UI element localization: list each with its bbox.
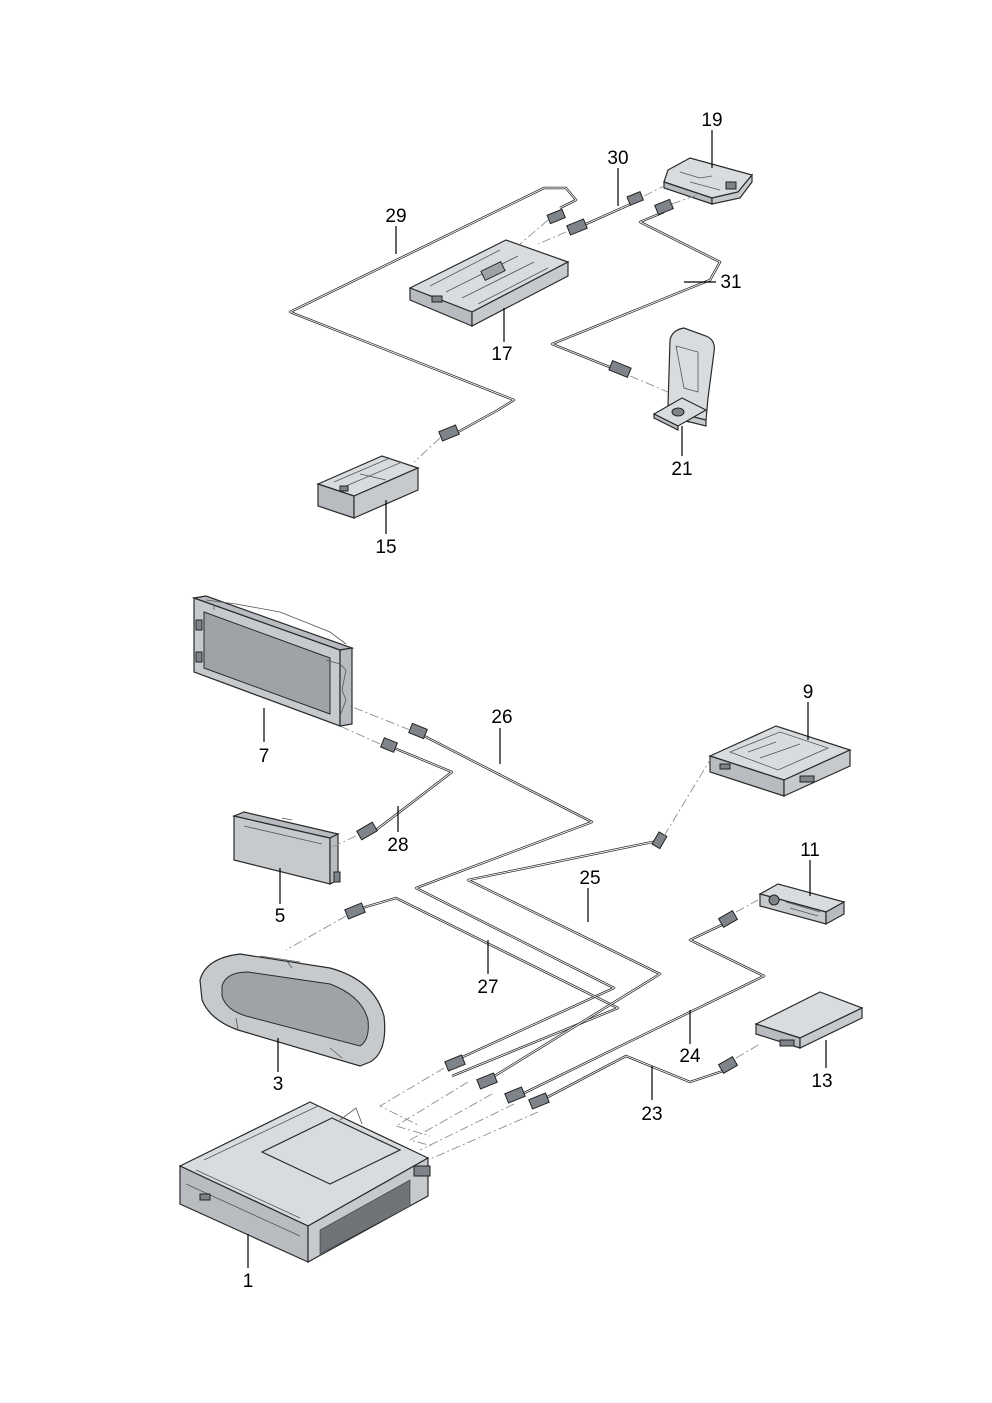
cable-31[interactable] (550, 193, 722, 393)
label-23: 23 (641, 1104, 662, 1125)
part-21-antenna-bracket[interactable] (652, 327, 715, 431)
cable-26[interactable] (349, 705, 616, 1072)
part-5-control-unit[interactable] (231, 811, 341, 885)
cable-30[interactable] (537, 185, 665, 245)
label-31: 31 (720, 272, 741, 293)
part-11-control-panel[interactable] (758, 883, 846, 926)
part-13-cover[interactable] (754, 991, 864, 1049)
label-19: 19 (701, 110, 722, 131)
label-30: 30 (607, 148, 628, 169)
part-7-display-unit[interactable] (191, 595, 355, 727)
cable-25[interactable] (466, 759, 711, 1090)
label-13: 13 (811, 1071, 832, 1092)
label-27: 27 (477, 977, 498, 998)
cable-24[interactable] (504, 899, 766, 1104)
label-29: 29 (385, 206, 406, 227)
label-9: 9 (803, 682, 814, 703)
label-25: 25 (579, 868, 600, 889)
part-9-media-unit[interactable] (708, 725, 852, 797)
part-17-control-unit[interactable] (408, 239, 570, 327)
cable-29[interactable] (288, 186, 578, 463)
label-17: 17 (491, 344, 512, 365)
cable-27[interactable] (285, 896, 620, 1078)
leader-lines (247, 130, 827, 1268)
label-7: 7 (259, 746, 270, 767)
part-19-antenna-amplifier[interactable] (663, 157, 754, 205)
cable-23[interactable] (528, 1043, 761, 1110)
label-11: 11 (800, 840, 820, 861)
label-1: 1 (243, 1271, 254, 1292)
label-24: 24 (679, 1046, 701, 1067)
part-3-instrument-cluster[interactable] (199, 953, 386, 1067)
part-1-main-unit[interactable] (178, 1101, 431, 1264)
label-26: 26 (491, 707, 512, 728)
connector-guide-lines (379, 1067, 539, 1161)
callout-labels: 19 30 29 31 17 21 15 9 26 7 28 11 25 5 2… (243, 110, 833, 1292)
cable-28[interactable] (329, 725, 454, 849)
label-21: 21 (671, 459, 692, 480)
label-5: 5 (275, 906, 286, 927)
label-3: 3 (273, 1074, 284, 1095)
label-15: 15 (375, 537, 396, 558)
part-15-module[interactable] (316, 455, 420, 519)
label-28: 28 (387, 835, 408, 856)
